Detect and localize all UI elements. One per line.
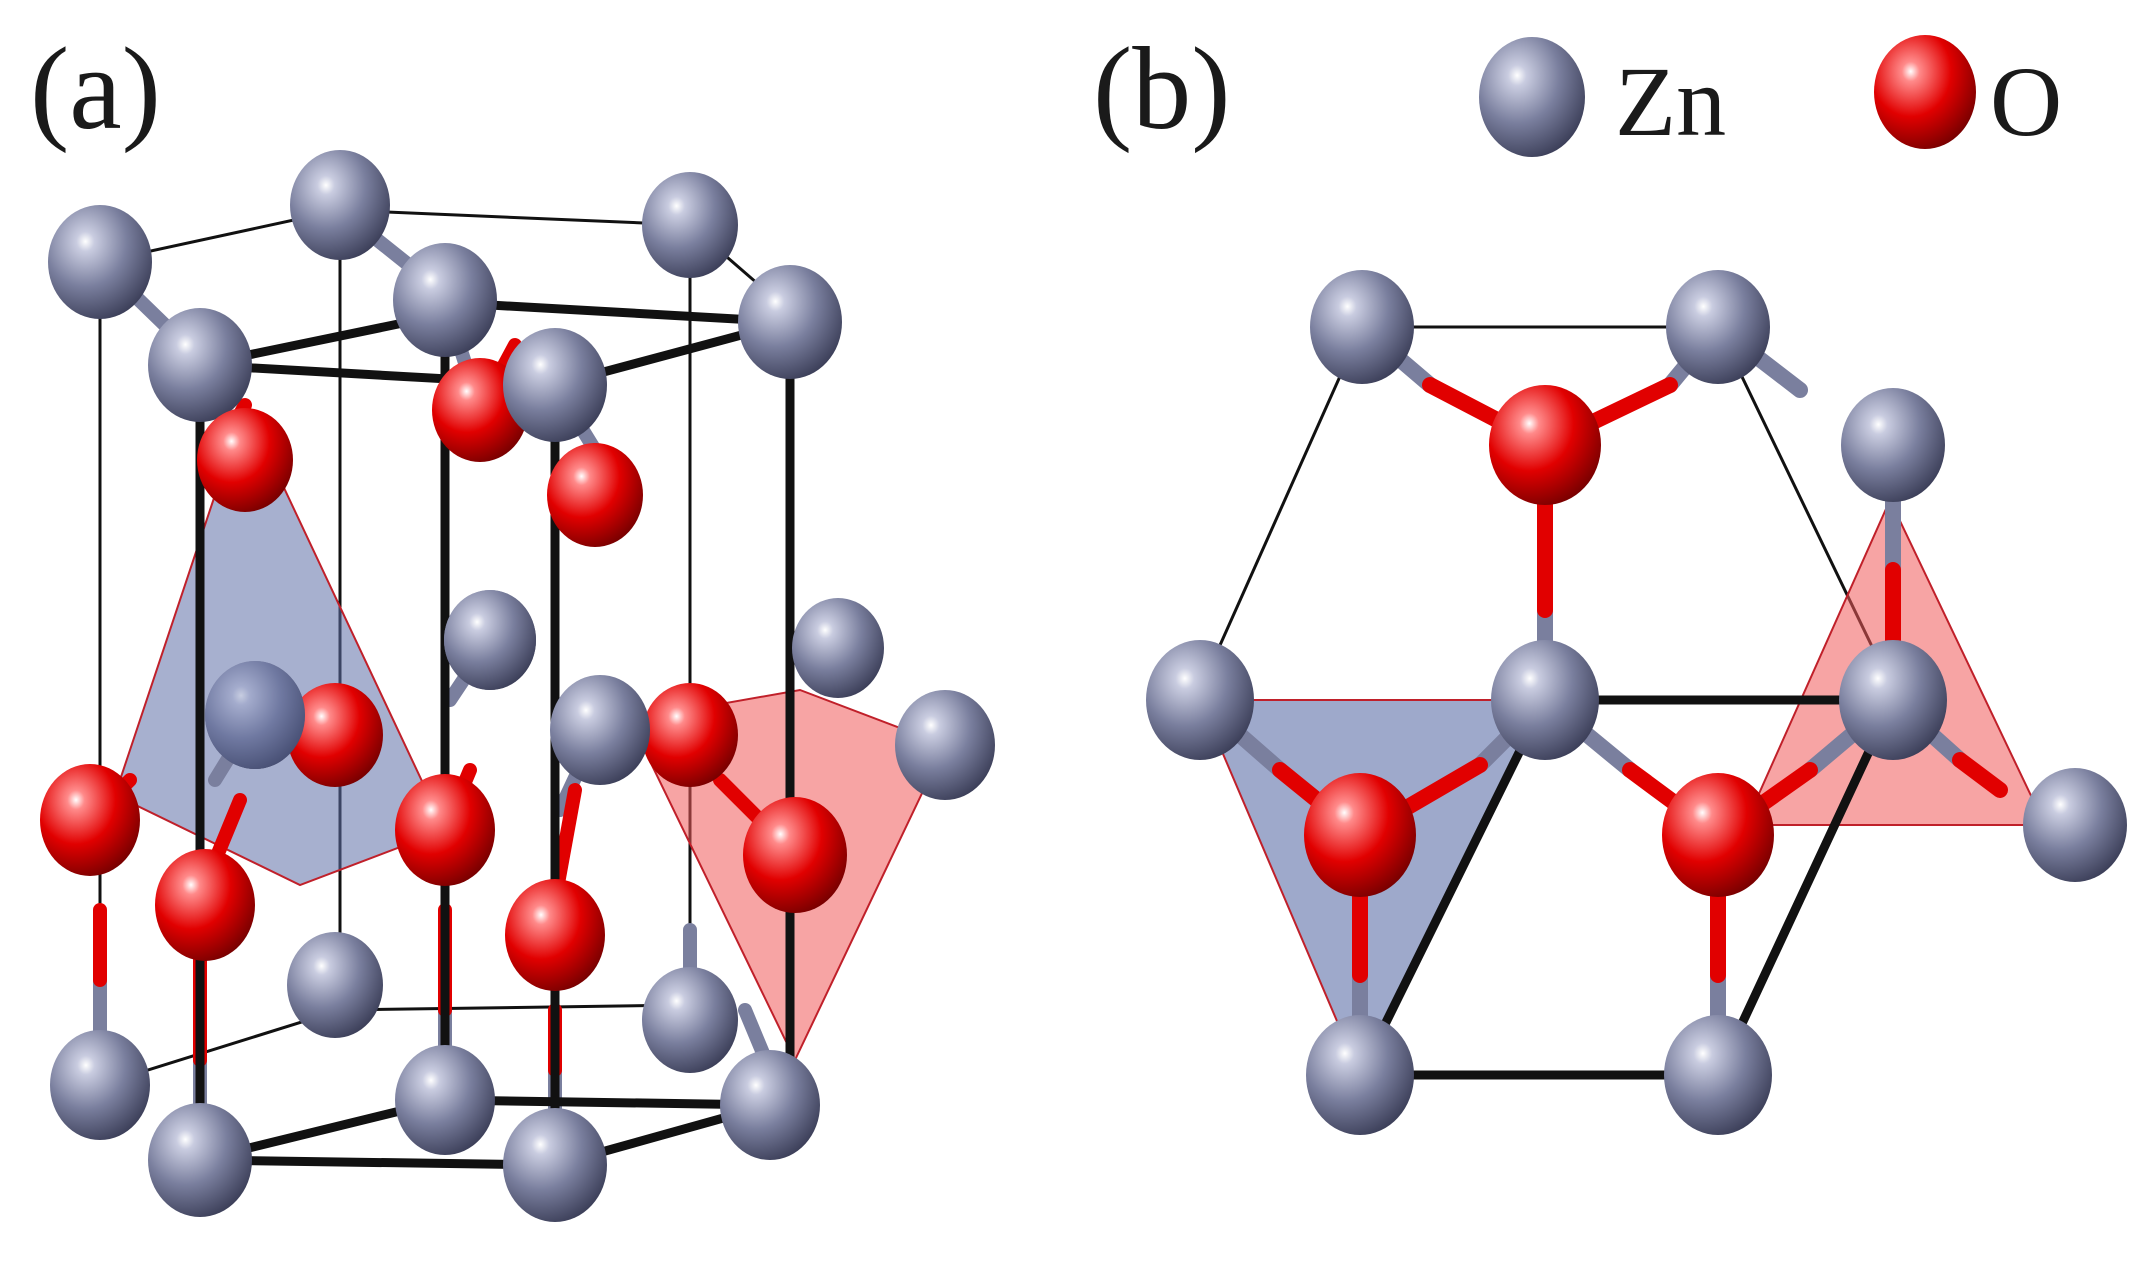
zn-atom [1841,388,1945,502]
zn-atom [393,243,497,357]
o-atom [743,797,847,913]
zn-atom [720,1050,820,1160]
panel-b-bold-cell-edges [1355,695,1898,1080]
zn-atom [148,1103,252,1217]
panel-b-structure [1146,270,2127,1135]
zn-atom [48,205,152,319]
zn-atom [503,1108,607,1222]
zn-atom [148,308,252,422]
panel-a-structure [40,150,995,1222]
legend-zn-label: Zn [1615,46,1727,157]
o-atom [505,879,605,991]
o-atom [40,764,140,876]
zn-atom [2023,768,2127,882]
o-atom [287,683,383,787]
zn-atom [287,932,383,1038]
legend [1479,35,1976,157]
legend-o-swatch [1874,35,1976,149]
zn-atom-central [205,661,305,769]
panel-a-atoms-front [40,243,995,1222]
legend-zn-swatch [1479,37,1585,157]
zn-atom [205,661,305,769]
zn-atom [738,265,842,379]
o-atom [197,408,293,512]
o-atom [1304,773,1416,897]
panel-b-atoms [1146,270,2127,1135]
zn-atom [395,1045,495,1155]
zn-atom [642,967,738,1073]
zn-atom [503,328,607,442]
o-atom [395,774,495,886]
o-atom [155,849,255,961]
zn-atom [50,1030,150,1140]
zn-atom [1839,640,1947,760]
zn-atom [792,598,884,698]
zn-atom [1491,640,1599,760]
zn-atom [1666,270,1770,384]
zn-atom [895,690,995,800]
zn-atom [1310,270,1414,384]
o-atom [547,443,643,547]
zn-atom [1306,1015,1414,1135]
zn-atom [642,172,738,278]
zn-atom [290,150,390,260]
zn-atom [1146,640,1254,760]
legend-o-label: O [1990,46,2063,157]
panel-a-label: (a) [30,23,161,154]
zn-atom [550,675,650,785]
o-atom [642,683,738,787]
o-atom [1489,385,1601,505]
panel-b-label: (b) [1093,23,1231,154]
zn-atom [444,590,536,690]
o-atom [1662,773,1774,897]
zn-atom [1664,1015,1772,1135]
